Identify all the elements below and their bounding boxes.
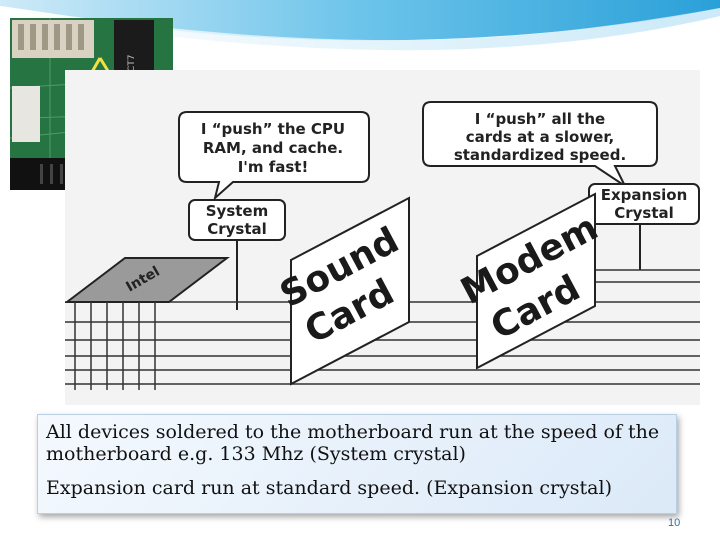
page-number: 10 — [668, 517, 681, 529]
caption-box: All devices soldered to the motherboard … — [37, 414, 677, 514]
intel-chip: Intel — [65, 257, 230, 390]
cards-bubble-line-2: cards at a slower, — [466, 128, 614, 146]
cpu-speech-bubble: I “push” the CPU RAM, and cache. I'm fas… — [178, 111, 370, 201]
system-crystal-line-2: Crystal — [207, 220, 267, 238]
caption-line-2: Expansion card run at standard speed. (E… — [46, 477, 613, 499]
cpu-bubble-line-1: I “push” the CPU — [201, 120, 345, 138]
cpu-bubble-line-3: I'm fast! — [238, 158, 309, 176]
expansion-crystal-box: Expansion Crystal — [588, 183, 700, 270]
cards-bubble-line-3: standardized speed. — [454, 146, 626, 164]
cpu-bubble-line-2: RAM, and cache. — [203, 139, 343, 157]
photo-chip-text: ACT7 — [127, 54, 137, 78]
clock-crystal-diagram: I “push” the CPU RAM, and cache. I'm fas… — [65, 70, 700, 405]
system-crystal-box: System Crystal — [188, 199, 286, 310]
system-crystal-line-1: System — [206, 202, 268, 220]
caption-line-1: All devices soldered to the motherboard … — [46, 421, 660, 465]
header-swoosh — [0, 0, 720, 51]
expansion-crystal-line-1: Expansion — [601, 186, 688, 204]
expansion-crystal-line-2: Crystal — [614, 204, 674, 222]
sound-card: Sound Card — [274, 196, 410, 386]
cards-bubble-line-1: I “push” all the — [475, 110, 605, 128]
cards-speech-bubble: I “push” all the cards at a slower, stan… — [422, 101, 658, 189]
